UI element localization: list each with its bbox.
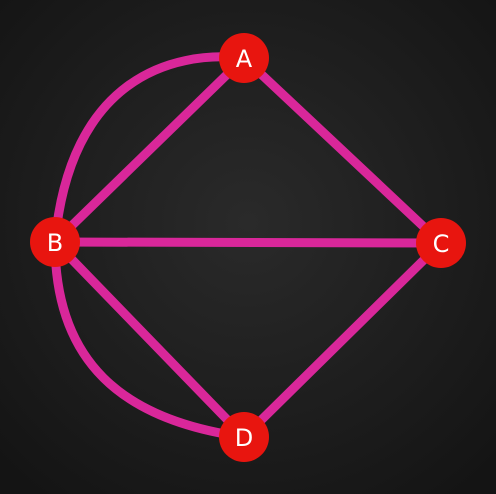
edge-a-b — [50, 53, 249, 247]
edge-b-d — [50, 237, 249, 442]
node-a-circle — [219, 33, 269, 83]
edge-b-d-curved — [50, 237, 249, 442]
node-c-label: C — [433, 230, 450, 258]
node-d-circle — [219, 412, 269, 462]
node-b: B — [30, 217, 80, 267]
node-d: D — [219, 412, 269, 462]
node-b-label: B — [47, 229, 63, 257]
edge-b-c — [50, 237, 446, 248]
edges — [50, 52, 446, 442]
node-c: C — [416, 218, 466, 268]
node-d-label: D — [235, 424, 253, 452]
node-a: A — [219, 33, 269, 83]
edge-a-b-curved — [50, 52, 249, 247]
node-b-circle — [30, 217, 80, 267]
edge-c-d — [239, 238, 446, 442]
edge-a-c — [239, 53, 446, 248]
node-c-circle — [416, 218, 466, 268]
node-a-label: A — [236, 45, 253, 73]
